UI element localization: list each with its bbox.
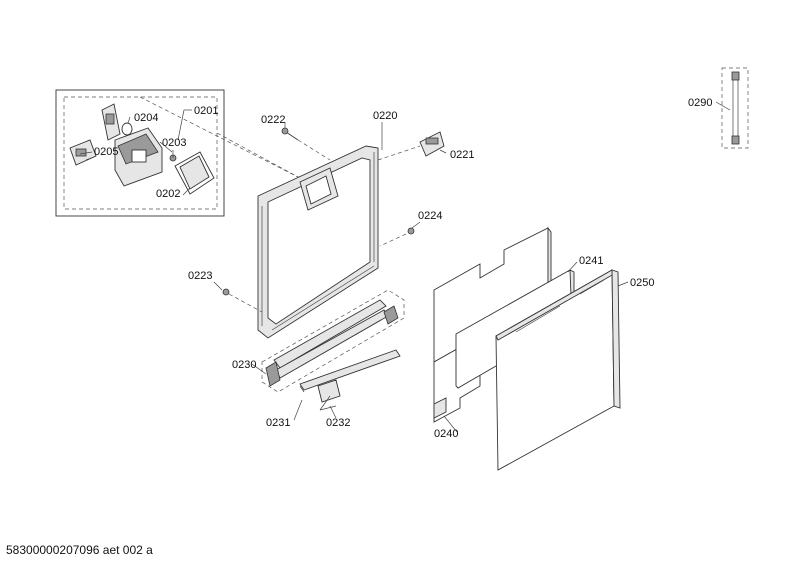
leader-lines xyxy=(79,101,731,433)
control-housing xyxy=(114,127,163,187)
rail-assembly-box xyxy=(261,289,405,393)
callout-0203: 0203 xyxy=(162,137,186,149)
callout-0204: 0204 xyxy=(134,112,158,124)
callout-0232: 0232 xyxy=(326,417,350,429)
diagram-reference-code: 58300000207096 aet 002 a xyxy=(6,543,153,557)
callout-0290: 0290 xyxy=(688,97,712,109)
screw-0222 xyxy=(281,127,331,161)
callout-0202: 0202 xyxy=(156,188,180,200)
callout-0240: 0240 xyxy=(434,428,458,440)
switch-part xyxy=(101,103,133,141)
callout-0231: 0231 xyxy=(266,417,290,429)
front-panel xyxy=(495,269,621,471)
callout-0223: 0223 xyxy=(188,270,212,282)
rail-0230 xyxy=(265,299,399,387)
callout-0220: 0220 xyxy=(373,110,397,122)
inner-door xyxy=(257,145,379,339)
seal-frame xyxy=(174,151,215,195)
callout-0250: 0250 xyxy=(630,277,654,289)
screw-0223 xyxy=(222,288,263,313)
callout-0222: 0222 xyxy=(261,114,285,126)
screw-0224 xyxy=(379,227,415,247)
bar-0231 xyxy=(299,349,401,393)
bracket-0232 xyxy=(317,379,341,411)
bracket-part xyxy=(69,139,97,166)
callout-0230: 0230 xyxy=(232,359,256,371)
clip-0221 xyxy=(377,131,445,161)
callout-0201: 0201 xyxy=(194,105,218,117)
screw-0203 xyxy=(169,150,177,162)
callout-0221: 0221 xyxy=(450,149,474,161)
control-module-group xyxy=(69,103,215,195)
callout-0224: 0224 xyxy=(418,210,442,222)
callout-0205: 0205 xyxy=(94,146,118,158)
callout-0241: 0241 xyxy=(579,255,603,267)
hose-0290 xyxy=(721,67,749,149)
